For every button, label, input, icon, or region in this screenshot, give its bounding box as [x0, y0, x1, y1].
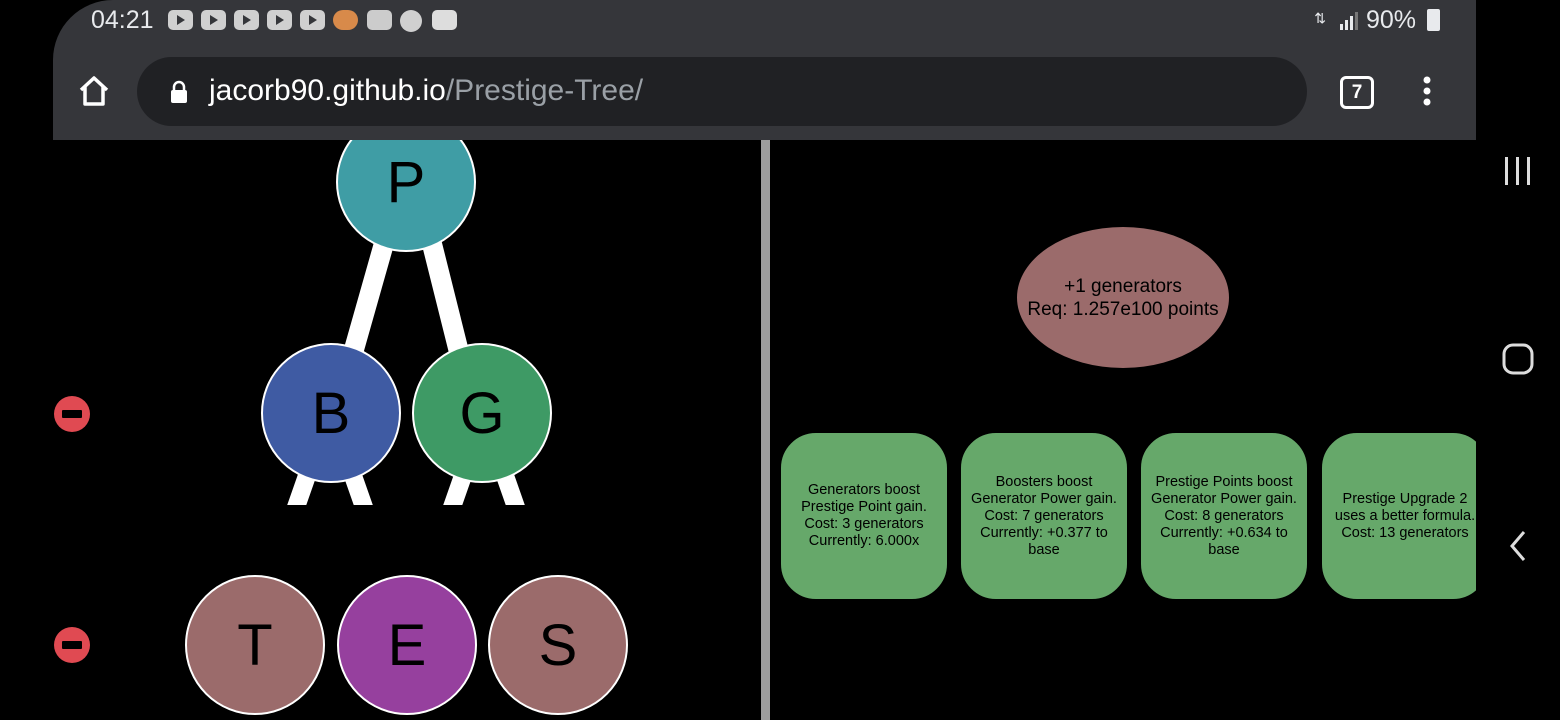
layer-node-e[interactable]: E — [337, 575, 477, 715]
collapse-row-3-button[interactable] — [54, 627, 90, 663]
upgrade-effect: Currently: +0.634 to — [1160, 524, 1288, 541]
milestone-title: +1 generators — [1064, 275, 1182, 297]
upgrade-text: Prestige Points boost — [1155, 473, 1293, 490]
tree-panel: P B G T E S — [53, 140, 761, 720]
upgrade-card-4[interactable]: Prestige Upgrade 2 uses a better formula… — [1321, 432, 1476, 600]
youtube-icon — [234, 10, 259, 30]
data-transfer-icon: ⇅ — [1314, 10, 1326, 26]
upgrade-cost: Cost: 7 generators — [984, 507, 1104, 524]
status-time: 04:21 — [91, 6, 154, 34]
upgrade-effect: base — [1028, 541, 1060, 558]
url-path: /Prestige-Tree/ — [445, 74, 644, 107]
m-icon — [432, 10, 457, 30]
upgrade-text: uses a better formula. — [1334, 507, 1476, 524]
collapse-row-2-button[interactable] — [54, 396, 90, 432]
tree-gap — [53, 505, 761, 545]
battery-percent: 90% — [1365, 6, 1416, 34]
upgrade-cost: Cost: 8 generators — [1164, 507, 1284, 524]
upgrade-text: Generator Power gain. — [971, 490, 1117, 507]
youtube-icon — [168, 10, 193, 30]
tab-switcher-button[interactable]: 7 — [1340, 76, 1374, 109]
app-icon — [333, 10, 358, 30]
layer-node-s[interactable]: S — [488, 575, 628, 715]
layer-node-g[interactable]: G — [412, 343, 552, 483]
recent-apps-icon[interactable] — [1503, 155, 1533, 192]
address-bar[interactable] — [137, 57, 1307, 126]
panel-divider[interactable] — [761, 140, 770, 720]
upgrade-text: Generator Power gain. — [1151, 490, 1297, 507]
layer-node-t[interactable]: T — [185, 575, 325, 715]
home-nav-icon[interactable] — [1502, 343, 1534, 380]
upgrade-text: Generators boost — [807, 482, 921, 498]
upgrade-card-2[interactable]: Boosters boost Generator Power gain. Cos… — [960, 432, 1128, 600]
status-bar: 04:21 ⇅ 90% — [53, 0, 1476, 42]
lock-icon — [170, 80, 188, 109]
ball-icon — [400, 10, 422, 32]
upgrade-card-1[interactable]: Generators boost Prestige Point gain. Co… — [780, 432, 948, 600]
youtube-icon — [201, 10, 226, 30]
youtube-icon — [300, 10, 325, 30]
more-menu-icon[interactable] — [1423, 76, 1431, 113]
upgrade-cost: Cost: 13 generators — [1341, 524, 1469, 541]
youtube-icon — [267, 10, 292, 30]
url-text[interactable]: jacorb90.github.io/Prestige-Tree/ — [209, 74, 643, 108]
upgrade-effect: Currently: 6.000x — [808, 533, 920, 549]
upgrade-card-3[interactable]: Prestige Points boost Generator Power ga… — [1140, 432, 1308, 600]
layer-node-p[interactable]: P — [336, 140, 476, 252]
upgrade-text: Prestige Upgrade 2 — [1342, 490, 1468, 507]
upgrade-effect: base — [1208, 541, 1240, 558]
milestone-button[interactable]: +1 generators Req: 1.257e100 points — [1016, 226, 1230, 369]
upgrade-text: Boosters boost — [995, 473, 1093, 490]
layer-node-b[interactable]: B — [261, 343, 401, 483]
milestone-requirement: Req: 1.257e100 points — [1027, 298, 1219, 320]
home-icon[interactable] — [77, 74, 111, 113]
upgrade-text: Prestige Point gain. — [801, 499, 927, 515]
android-nav-bar — [1476, 0, 1560, 720]
upgrade-cost: Cost: 3 generators — [804, 516, 924, 532]
upgrade-effect: Currently: +0.377 to — [980, 524, 1108, 541]
browser-chrome: 04:21 ⇅ 90% jacorb90.github.io/Prestige-… — [53, 0, 1476, 140]
battery-icon — [1427, 9, 1440, 31]
url-host: jacorb90.github.io — [209, 74, 446, 107]
upgrades-row: Generators boost Prestige Point gain. Co… — [770, 420, 1476, 620]
back-icon[interactable] — [1508, 530, 1528, 567]
signal-icon — [1339, 10, 1361, 35]
image-icon — [367, 10, 392, 30]
